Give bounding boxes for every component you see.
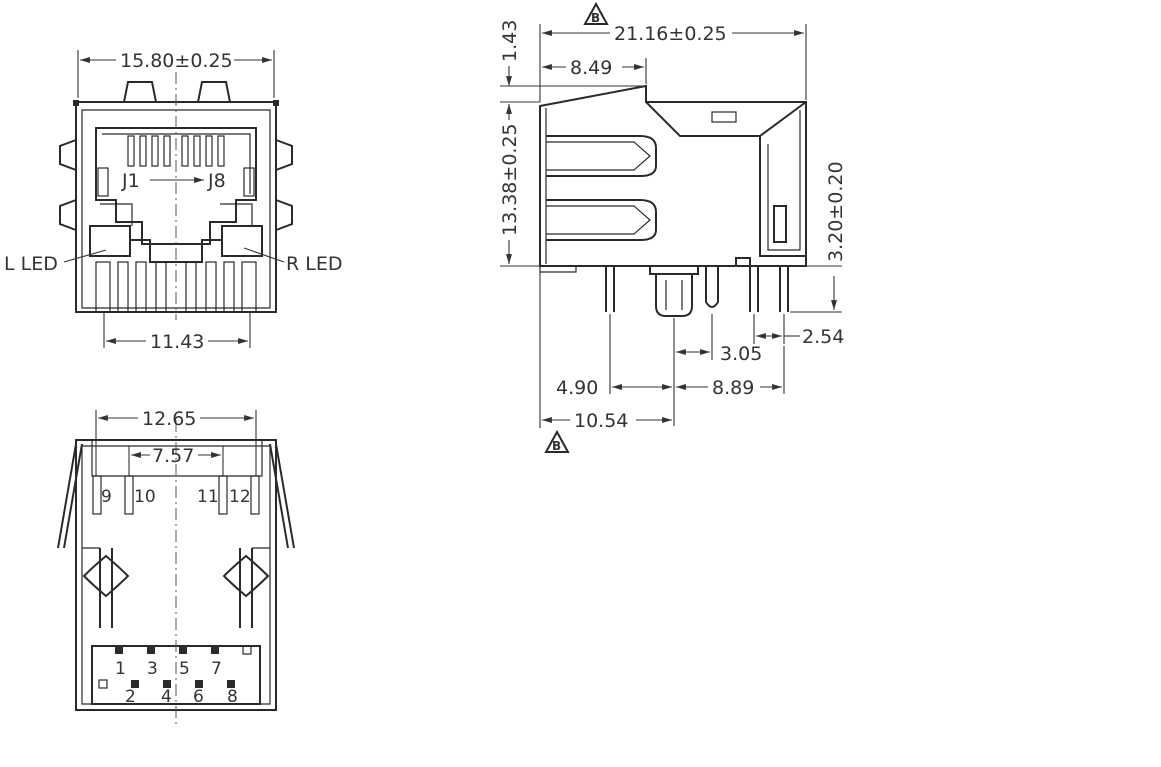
bottom-view: 9 10 11 12 1 3 5 7 2 4 6 8 <box>57 408 295 724</box>
top-offset-dimension: 8.49 <box>570 57 612 79</box>
front-post-dimension: 10.54 <box>574 410 628 432</box>
pin-7-label: 7 <box>211 659 222 679</box>
pin-3-label: 3 <box>147 659 158 679</box>
pin-8-label: 8 <box>227 687 238 707</box>
front-width-dimension: 15.80±0.25 <box>120 50 233 72</box>
post-dimension: 3.05 <box>720 343 762 365</box>
pin-10-label: 10 <box>134 487 156 507</box>
pin-11-label: 11 <box>197 487 219 507</box>
standoff-dimension: 3.20±0.20 <box>825 161 847 262</box>
bottom-inner-dimension: 7.57 <box>152 445 194 467</box>
bottom-outer-dimension: 12.65 <box>142 408 196 430</box>
pin-5-label: 5 <box>179 659 190 679</box>
pin-1-label: 1 <box>115 659 126 679</box>
pin-pitch-dimension: 2.54 <box>802 326 844 348</box>
pin-6-label: 6 <box>193 687 204 707</box>
front-pins <box>95 261 257 313</box>
pin-4-label: 4 <box>161 687 172 707</box>
pin-9-label: 9 <box>101 487 112 507</box>
pin-2-label: 2 <box>125 687 136 707</box>
signal-pins <box>98 645 252 689</box>
front-pin-dimension: 4.90 <box>556 377 598 399</box>
left-led-window <box>89 225 131 257</box>
pin-j1-label: J1 <box>121 170 140 192</box>
right-led-label: R LED <box>286 253 342 275</box>
right-led-window <box>221 225 263 257</box>
side-view: B 21.16±0.25 8.49 1.43 13.38±0.25 3.20±0… <box>499 1 847 453</box>
side-height-dimension: 13.38±0.25 <box>499 123 521 236</box>
datum-b-bottom: B <box>552 439 561 453</box>
contact-fingers <box>127 135 225 167</box>
front-view: J1 J8 L LED R LED 15.80±0.25 11.43 <box>4 50 342 353</box>
tab-height-dimension: 1.43 <box>499 20 521 62</box>
side-length-dimension: 21.16±0.25 <box>614 23 727 45</box>
front-pitch-dimension: 11.43 <box>150 331 204 353</box>
pin-j8-label: J8 <box>207 170 226 192</box>
datum-b-top: B <box>591 11 600 25</box>
pin-12-label: 12 <box>229 487 251 507</box>
left-led-label: L LED <box>4 253 58 275</box>
pin-spacing-dimension: 8.89 <box>712 377 754 399</box>
